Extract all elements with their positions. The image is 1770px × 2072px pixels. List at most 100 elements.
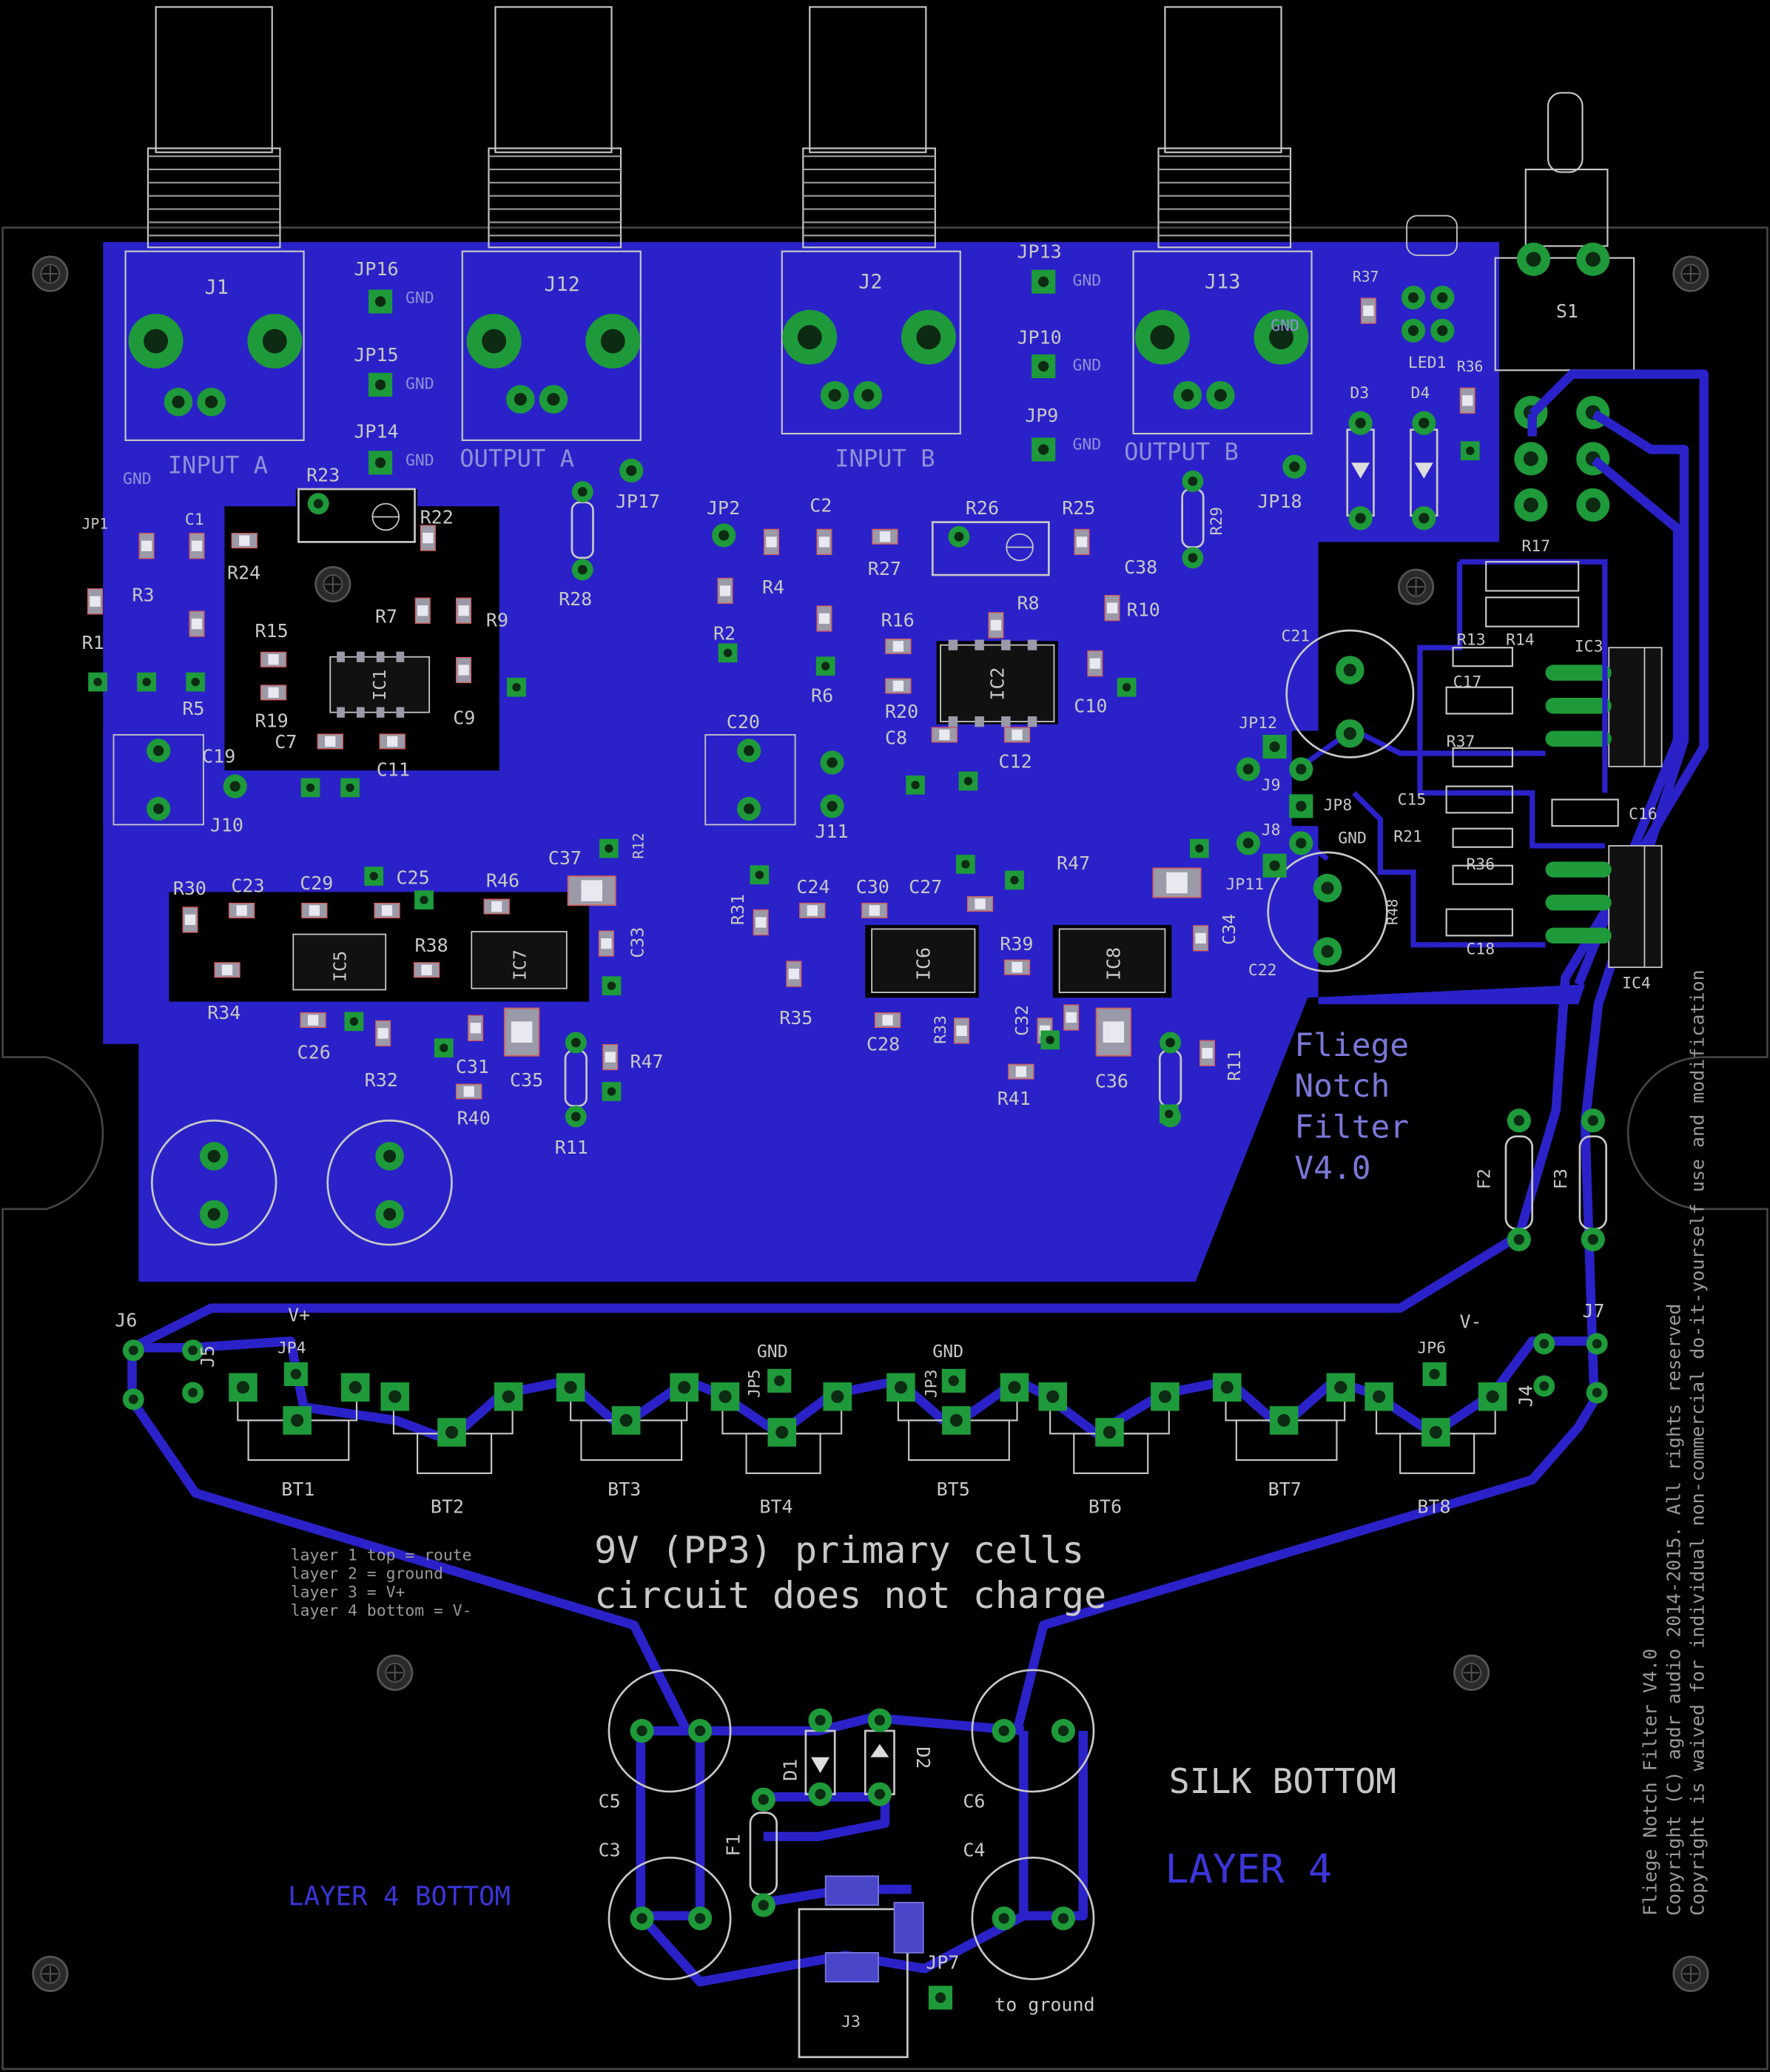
- label-c10: C10: [1074, 696, 1107, 717]
- label-layer-4-bottom: LAYER 4 BOTTOM: [288, 1882, 511, 1912]
- label-jp6: JP6: [1417, 1339, 1446, 1357]
- label-c2: C2: [810, 494, 832, 516]
- label-r17: R36: [1466, 855, 1495, 874]
- label-c33: C33: [627, 927, 647, 958]
- title-line-2: Notch: [1294, 1068, 1390, 1105]
- bottom-diodes: [804, 1708, 895, 1806]
- switch-s1: [1494, 92, 1635, 371]
- label-bt7: BT7: [1268, 1479, 1302, 1500]
- label-r20: R20: [885, 701, 918, 722]
- label-jp1: JP1: [82, 516, 108, 533]
- label-jp11: JP11: [1226, 875, 1265, 894]
- label-j5: J5: [197, 1345, 218, 1368]
- cap-c20-outline: [704, 734, 796, 826]
- label-r8: R8: [1017, 592, 1040, 613]
- mount-hole-ml: [314, 565, 351, 603]
- label-r48: R48: [1384, 899, 1401, 925]
- label-c36: C36: [1095, 1071, 1128, 1092]
- diodes-d3-d4: [1346, 411, 1480, 531]
- c20-pad-b: [737, 796, 761, 821]
- label-jp2: JP2: [707, 497, 740, 519]
- label-r41: R41: [997, 1088, 1031, 1109]
- label-r46: R11: [555, 1137, 588, 1158]
- title-line-3: Filter: [1294, 1109, 1409, 1146]
- copyright-line-1: Fliege Notch Filter V4.0: [1639, 1649, 1660, 1916]
- label-jp18: JP18: [1257, 491, 1302, 512]
- c17-pad-a: [1336, 656, 1364, 684]
- label-c24: C24: [796, 876, 830, 898]
- copyright-line-3: Copyright is waived for individual non-c…: [1687, 969, 1709, 1916]
- label-c38: C38: [1124, 556, 1157, 578]
- label-c35: C35: [510, 1069, 543, 1091]
- mount-hole-bl: [377, 1654, 414, 1691]
- label-gnd-4: GND: [1072, 272, 1101, 290]
- cap-c22: [326, 1119, 453, 1246]
- label-bt6: BT6: [1088, 1496, 1122, 1517]
- label-j7: J7: [1583, 1300, 1605, 1322]
- label-jp14: JP14: [354, 420, 398, 442]
- label-j4: J4: [1515, 1385, 1537, 1407]
- c19-pad-a: [147, 739, 171, 763]
- label-gnd-2: GND: [406, 374, 434, 393]
- label-r31: R31: [728, 894, 748, 925]
- s1-pad-1: [1516, 242, 1550, 276]
- label-r22: R22: [420, 506, 454, 528]
- label-c34: C34: [1219, 914, 1239, 945]
- label-f1: F1: [723, 1834, 744, 1856]
- layer-note-2: layer 2 = ground: [291, 1565, 443, 1584]
- label-input-b: INPUT B: [835, 445, 935, 473]
- label-bt8: BT8: [1417, 1496, 1450, 1517]
- c21-pad-b: [199, 1200, 229, 1229]
- label-gnd-3: GND: [406, 451, 434, 470]
- label-j13: J13: [1205, 271, 1240, 294]
- label-r25: R25: [1062, 497, 1095, 519]
- label-ic4: IC4: [1622, 975, 1651, 993]
- label-c27: C27: [909, 876, 942, 898]
- label-r11: R13: [1457, 631, 1486, 650]
- axial-resistor-r29: [1181, 470, 1205, 569]
- large-smd-caps: [504, 867, 1202, 1057]
- axial-resistor-r28: [571, 481, 594, 581]
- mount-hole-br: [1453, 1654, 1490, 1691]
- label-jp12: JP12: [1239, 714, 1277, 733]
- label-bt4: BT4: [759, 1496, 793, 1517]
- label-r5: R5: [182, 698, 204, 719]
- label-r10: R10: [1127, 599, 1160, 620]
- label-c1: C1: [185, 511, 204, 529]
- label-ic7: IC7: [510, 949, 530, 980]
- label-r35: R35: [779, 1007, 812, 1029]
- label-r2: R2: [713, 622, 736, 644]
- label-c29: C29: [300, 872, 333, 894]
- label-c16: C18: [1466, 940, 1495, 958]
- label-gnd-8: GND: [1271, 317, 1299, 335]
- label-jp13: JP13: [1017, 241, 1062, 263]
- r23-pad: [307, 493, 329, 515]
- label-to-ground: to ground: [995, 1994, 1094, 2015]
- label-r28: R28: [559, 588, 592, 610]
- copyright-line-2: Copyright (C) agdr audio 2014-2015. All …: [1663, 1304, 1685, 1916]
- label-r47: R12: [630, 832, 647, 858]
- label-c17: C21: [1282, 627, 1310, 645]
- r26-pad: [948, 525, 970, 548]
- label-layer-4: LAYER 4: [1165, 1846, 1332, 1892]
- j11-pad-b: [820, 794, 844, 818]
- label-c18: C22: [1248, 961, 1277, 980]
- label-r24: R24: [227, 562, 260, 583]
- label-r44: R47: [630, 1051, 663, 1072]
- c22-pad-a: [375, 1142, 404, 1171]
- label-j3: J3: [841, 2013, 861, 2031]
- cap-c19-outline: [112, 734, 204, 826]
- label-jp7: JP7: [926, 1951, 959, 1973]
- mount-hole-tr: [1672, 255, 1709, 292]
- label-r26: R26: [966, 497, 999, 519]
- label-r34: R34: [207, 1002, 240, 1023]
- label-r37: R37: [1353, 269, 1379, 286]
- label-r19: R19: [255, 710, 289, 731]
- label-r38: R38: [415, 935, 448, 956]
- label-c12: C12: [999, 751, 1032, 773]
- label-r36: R36: [1457, 358, 1483, 375]
- label-gnd-5: GND: [1072, 356, 1101, 374]
- label-gnd-1: GND: [406, 289, 434, 307]
- label-r33: R33: [932, 1015, 950, 1044]
- label-c4: C4: [963, 1840, 985, 1861]
